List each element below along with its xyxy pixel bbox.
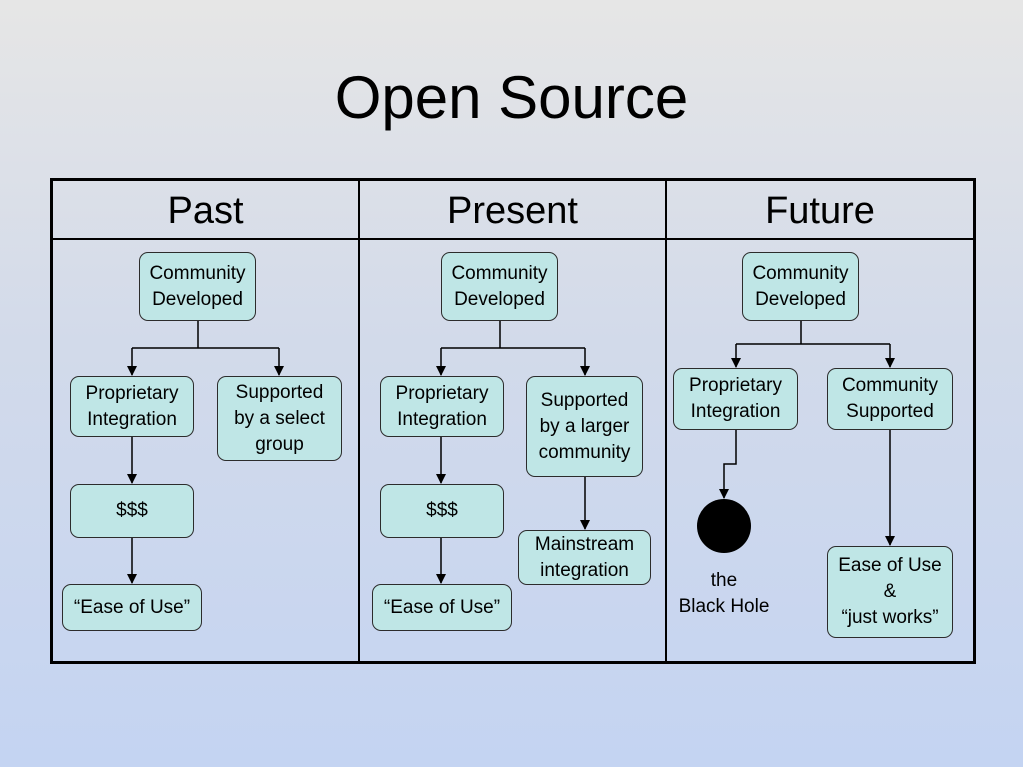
present-community-developed-box: Community Developed — [441, 252, 558, 321]
future-proprietary-integration-box: Proprietary Integration — [673, 368, 798, 430]
column-header-future: Future — [765, 190, 875, 232]
future-ease-of-use-just-works-box: Ease of Use & “just works” — [827, 546, 953, 638]
slide-title: Open Source — [334, 64, 689, 131]
column-header-present: Present — [447, 190, 578, 232]
black-hole-label: the Black Hole — [678, 570, 770, 617]
past-supported-select-group-box: Supported by a select group — [217, 376, 342, 461]
black-hole-circle — [697, 499, 751, 553]
past-community-developed-box: Community Developed — [139, 252, 256, 321]
column-divider — [665, 181, 667, 661]
present-proprietary-integration-box: Proprietary Integration — [380, 376, 504, 437]
header-divider — [53, 238, 973, 240]
past-proprietary-integration-box: Proprietary Integration — [70, 376, 194, 437]
column-divider — [358, 181, 360, 661]
comparison-table: Past Present Future — [50, 178, 976, 664]
past-money-box: $$$ — [70, 484, 194, 538]
present-ease-of-use-box: “Ease of Use” — [372, 584, 512, 631]
future-community-supported-box: Community Supported — [827, 368, 953, 430]
column-header-past: Past — [167, 190, 244, 232]
present-money-box: $$$ — [380, 484, 504, 538]
past-ease-of-use-box: “Ease of Use” — [62, 584, 202, 631]
future-community-developed-box: Community Developed — [742, 252, 859, 321]
present-mainstream-integration-box: Mainstream integration — [518, 530, 651, 585]
present-supported-larger-community-box: Supported by a larger community — [526, 376, 643, 477]
